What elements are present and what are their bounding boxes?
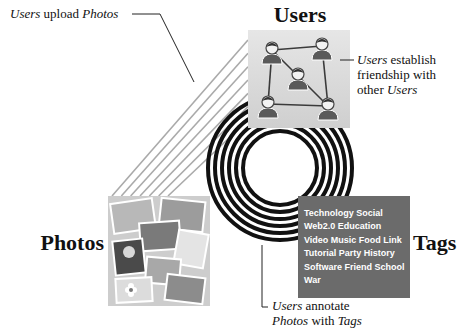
callout-note: Users annotate Photos with Tags [272,298,384,328]
person-icon [312,38,332,60]
tag-list: Technology Social Web2.0 Education Video… [304,207,405,288]
person-icons [258,38,338,120]
ring [243,131,317,205]
entity-box: Technology Social Web2.0 Education Video… [298,196,410,298]
person-icon [262,42,282,64]
entity-box [248,30,350,128]
photo [139,221,181,252]
leader-line [132,14,194,82]
entity-heading: Users [240,2,360,28]
entity-box [108,196,210,306]
person-icon [318,98,338,120]
person-icon [258,96,278,118]
leader-line [262,245,268,307]
callout-note: Users upload Photos [10,6,132,21]
photos-illustration [108,196,210,306]
friendship-link [272,46,322,50]
users-background [248,30,350,128]
friendship-link [268,104,328,106]
entity-heading: Photos [20,230,104,256]
leader-line [340,60,354,61]
person-icon [288,68,308,90]
photo [112,239,145,276]
callout-note: Users establish friendship with other Us… [357,52,456,97]
entity-heading: Tags [413,230,457,256]
photos-background [108,196,210,306]
users-illustration [248,30,350,128]
entity-node: Tags Technology Social Web2.0 Education V… [296,194,458,302]
photo [165,274,206,304]
entity-node: Photos [20,194,212,308]
face [123,246,135,258]
entity-node: Users [240,0,360,130]
photo [115,277,152,303]
flower [125,283,137,297]
